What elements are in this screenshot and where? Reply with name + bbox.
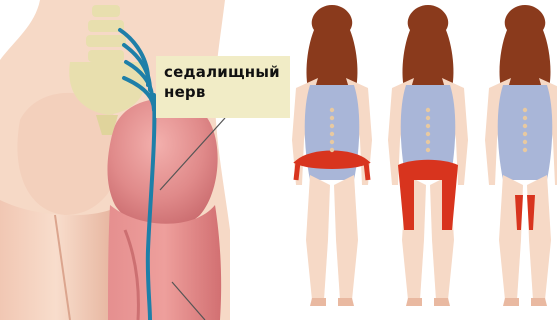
label-line-2: нерв <box>164 82 290 102</box>
hip-anatomy-illustration <box>0 0 230 320</box>
label-line-1: седалищный <box>164 62 290 82</box>
figure-back-view-2 <box>388 5 468 306</box>
figure-back-view-1 <box>292 5 372 306</box>
gluteus-muscle <box>107 99 217 229</box>
sciatic-nerve-label: седалищный нерв <box>156 56 290 118</box>
figure-back-view-3 <box>485 5 557 306</box>
